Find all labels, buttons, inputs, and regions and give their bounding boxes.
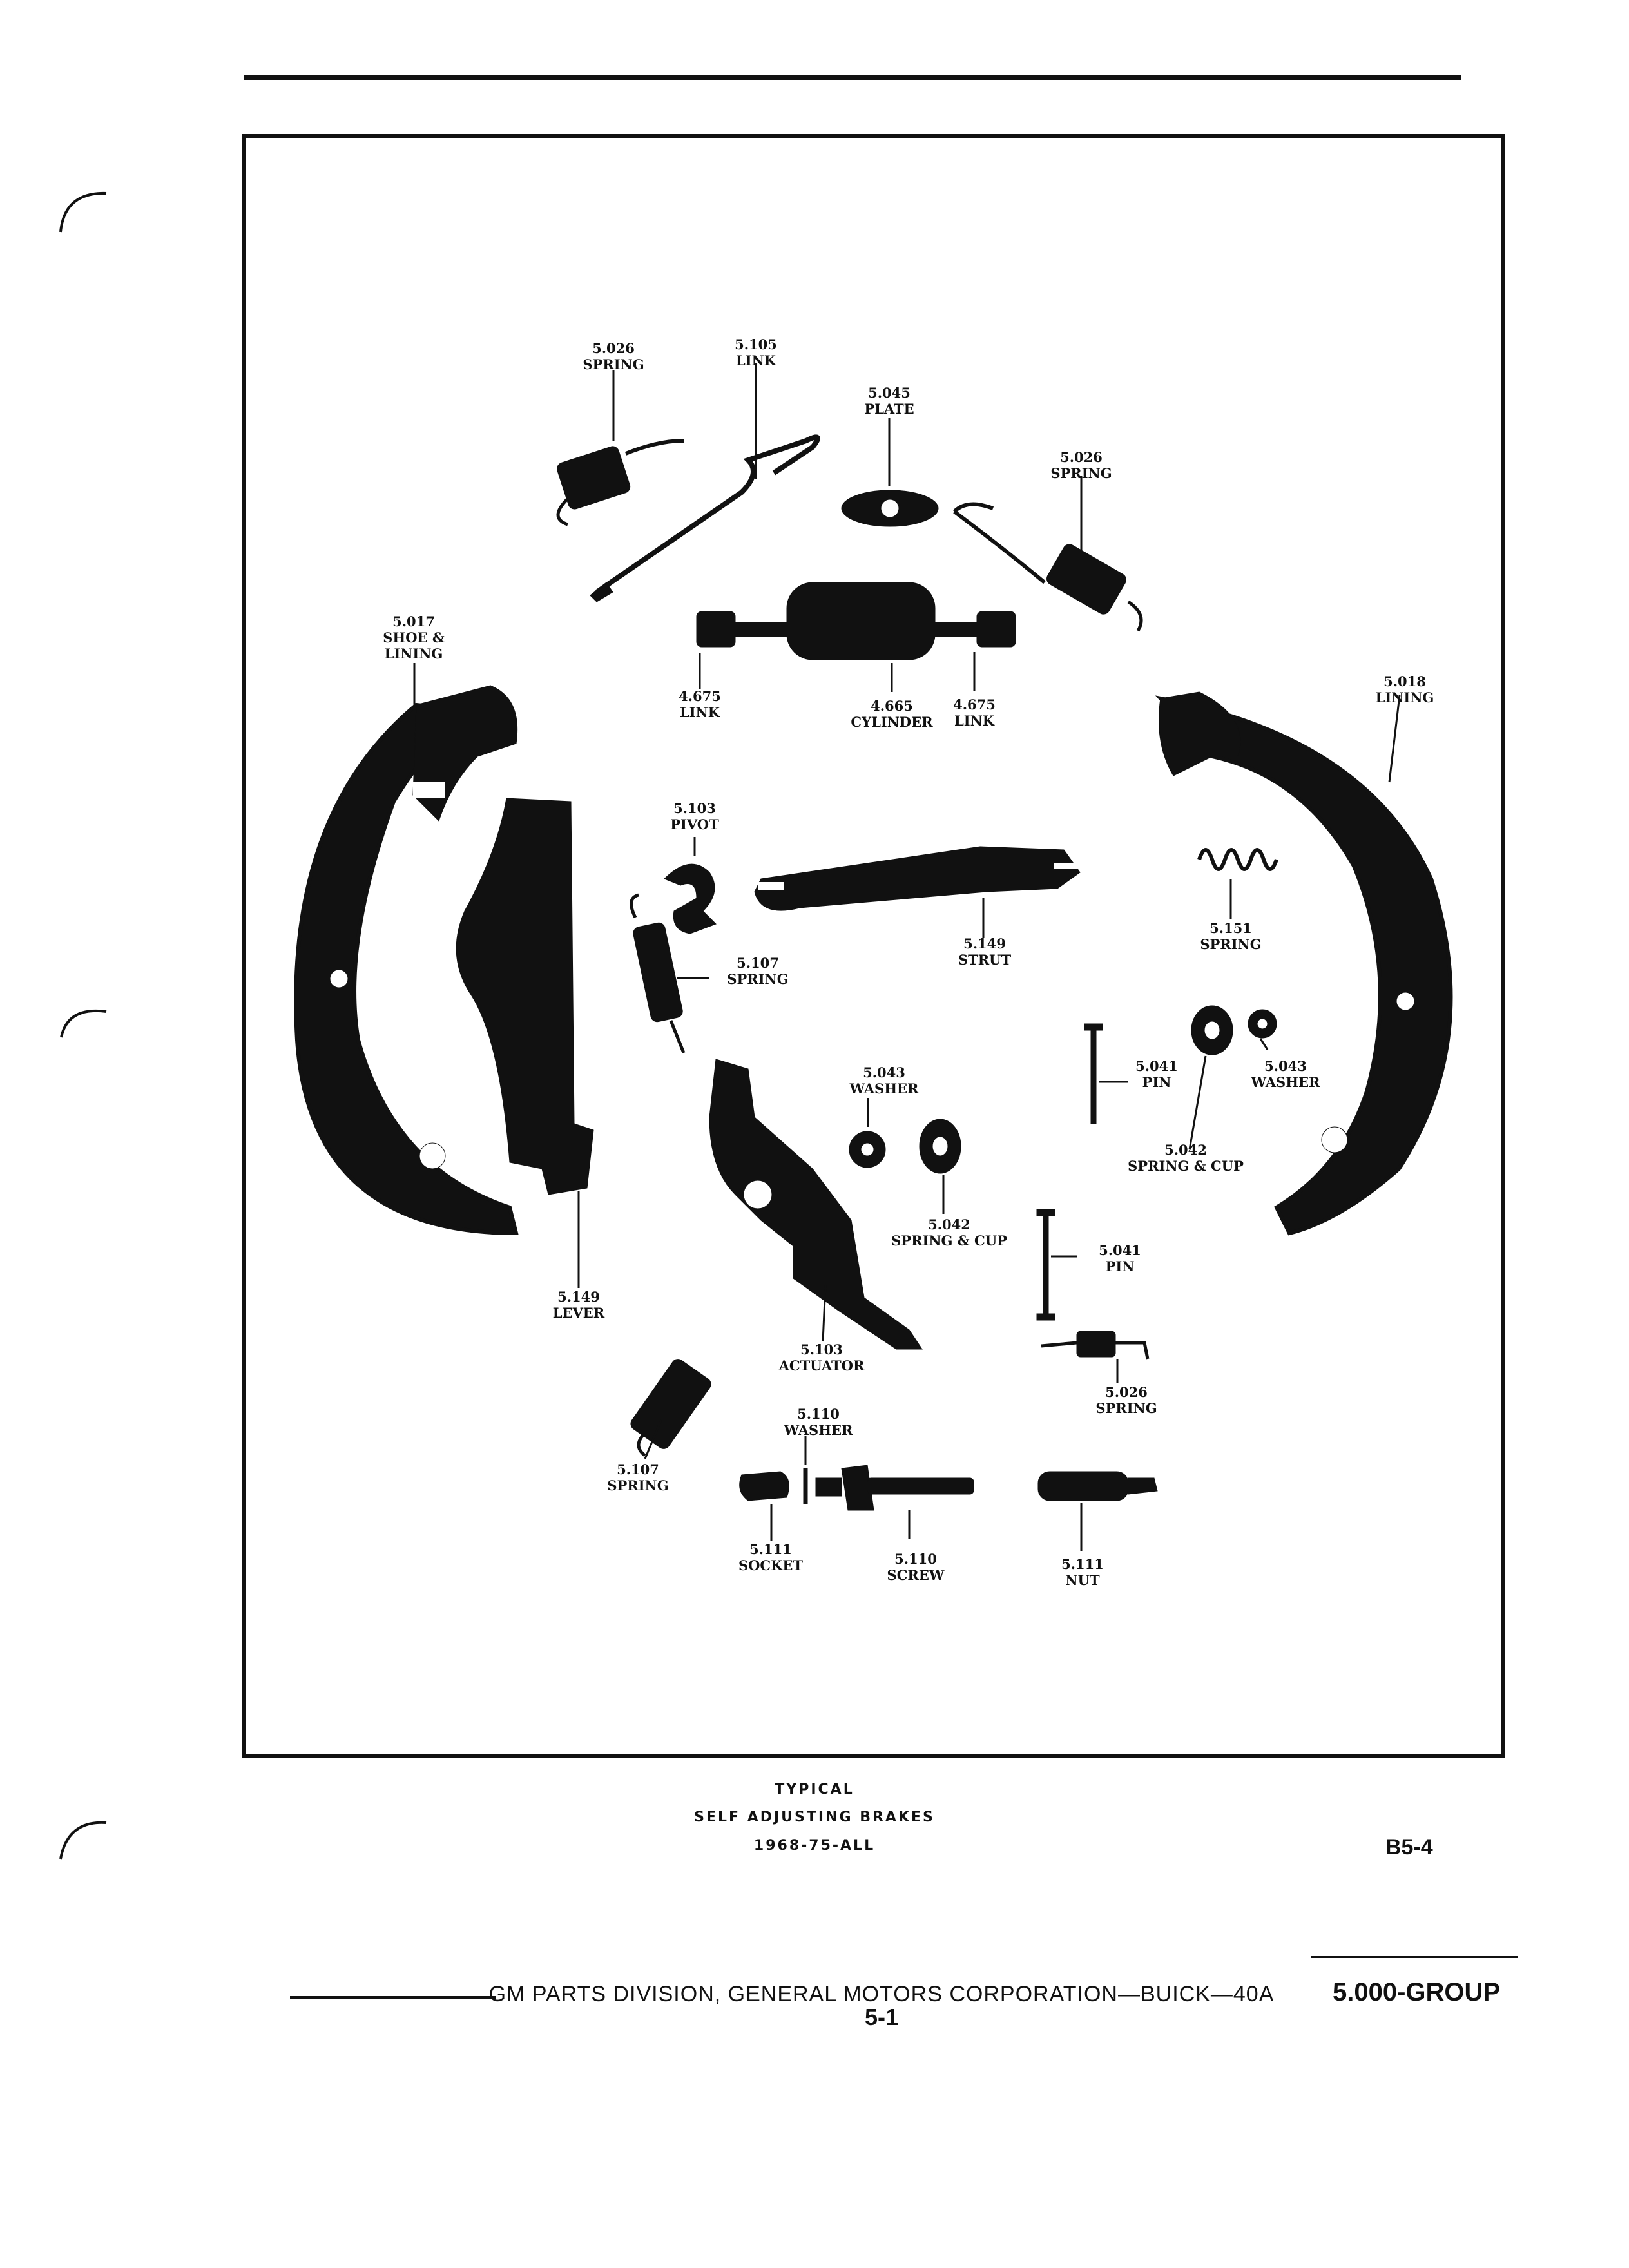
caption-line-1: TYPICAL bbox=[775, 1782, 854, 1798]
socket bbox=[739, 1471, 789, 1501]
pin-upper bbox=[1084, 1023, 1103, 1124]
actuator bbox=[709, 1059, 923, 1350]
caption-line-3: 1968-75-ALL bbox=[753, 1838, 876, 1854]
pivot-spring bbox=[630, 893, 686, 1053]
adjuster-lever bbox=[456, 798, 594, 1195]
adjusting-screw bbox=[815, 1465, 974, 1511]
strut bbox=[754, 846, 1081, 911]
leader-lines bbox=[413, 363, 1401, 1551]
washer-right bbox=[1248, 1009, 1277, 1039]
spring-upper-left bbox=[556, 439, 684, 526]
washer-center bbox=[849, 1131, 886, 1168]
punch-mark bbox=[59, 191, 107, 233]
strut-spring bbox=[1197, 848, 1278, 871]
spring-cup-center bbox=[919, 1119, 961, 1174]
spring-lower-right bbox=[1041, 1331, 1150, 1360]
spring-upper-right bbox=[952, 502, 1143, 632]
illustration-frame bbox=[242, 134, 1505, 1758]
caption-line-2: SELF ADJUSTING BRAKES bbox=[694, 1809, 935, 1825]
footer-rule-left bbox=[290, 1996, 496, 1999]
actuator-link bbox=[590, 434, 820, 602]
group-code: 5.000-GROUP bbox=[1333, 1978, 1501, 2006]
pin-lower bbox=[1036, 1209, 1055, 1321]
spring-lower-left bbox=[630, 1359, 711, 1457]
washer-screw bbox=[803, 1468, 808, 1504]
footer-text: GM PARTS DIVISION, GENERAL MOTORS CORPOR… bbox=[488, 1982, 1275, 2006]
brake-shoe-right bbox=[1155, 691, 1453, 1236]
brake-parts-illustration bbox=[294, 363, 1453, 1551]
punch-mark bbox=[60, 1009, 107, 1038]
anchor-plate bbox=[841, 490, 939, 527]
figure-code: B5-4 bbox=[1385, 1835, 1433, 1860]
adjusting-nut bbox=[1037, 1471, 1158, 1501]
top-rule bbox=[244, 75, 1461, 80]
wheel-cylinder bbox=[696, 582, 1016, 660]
punch-mark bbox=[59, 1821, 107, 1860]
page-number: 5-1 bbox=[864, 2004, 899, 2030]
spring-cup-right bbox=[1191, 1005, 1233, 1055]
footer-rule-right bbox=[1311, 1956, 1518, 1958]
brake-shoe-left bbox=[294, 685, 519, 1236]
pivot bbox=[664, 863, 717, 934]
